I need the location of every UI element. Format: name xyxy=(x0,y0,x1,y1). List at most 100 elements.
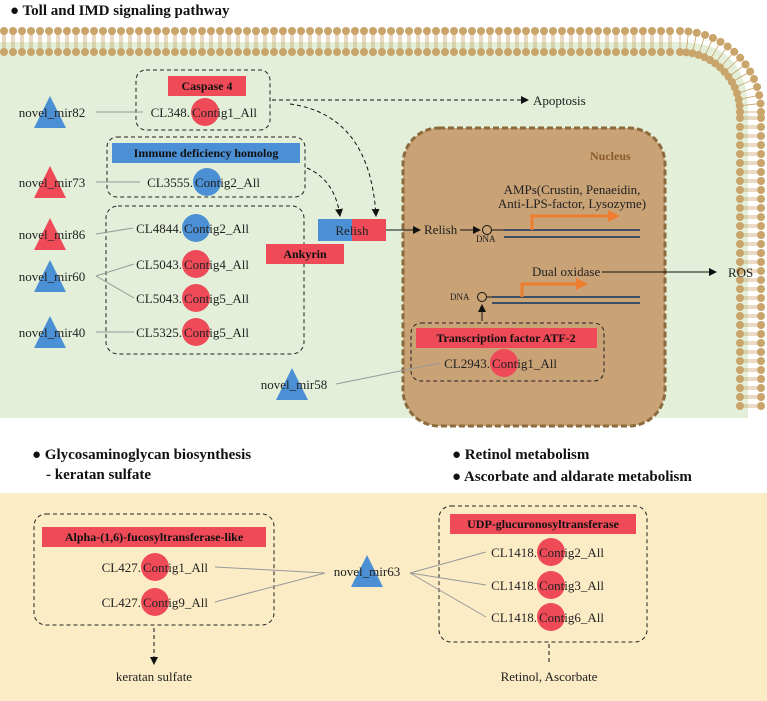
ros-label: ROS xyxy=(728,265,753,280)
mirna-triangle-m58 xyxy=(276,368,308,400)
contig-prefix-caspase: CL348. xyxy=(151,105,190,120)
duox-promoter-arrow xyxy=(520,282,578,297)
section-title-ascorbate: ● Ascorbate and aldarate metabolism xyxy=(452,469,692,485)
mirna-label-m86: novel_mir86 xyxy=(19,227,86,242)
ankyrin-label: Ankyrin xyxy=(283,247,327,261)
gene-circle-udp-2 xyxy=(537,571,565,599)
gene-circle-ank-2 xyxy=(182,250,210,278)
contig-suffix-ank-1: Contig2_All xyxy=(184,221,249,236)
fuco-label: Alpha-(1,6)-fucosyltransferase-like xyxy=(65,530,244,544)
line-m63-a xyxy=(214,566,326,574)
contig-prefix-udp-1: CL1418. xyxy=(491,545,537,560)
fuco-box xyxy=(33,513,275,626)
mirna-label-m40: novel_mir40 xyxy=(19,325,85,340)
section-title-toll: ● Toll and IMD signaling pathway xyxy=(10,3,230,19)
cell-membrane xyxy=(0,27,765,410)
duox-label: Dual oxidase xyxy=(532,264,600,279)
line-m60b xyxy=(95,275,135,299)
section-subtitle-gag: - keratan sulfate xyxy=(46,467,151,483)
gene-circle-imd xyxy=(193,168,221,196)
udp-label: UDP-glucuronosyltransferase xyxy=(467,517,619,531)
fuco-label-bg xyxy=(42,527,266,547)
mirna-label-m82: novel_mir82 xyxy=(19,105,85,120)
contig-prefix-fuco-1: CL427. xyxy=(102,560,141,575)
line-m63-d xyxy=(409,572,487,586)
amp-promoter-arrow xyxy=(530,214,610,230)
contig-suffix-fuco-2: Contig9_All xyxy=(143,595,208,610)
mirna-label-m60: novel_mir60 xyxy=(19,269,85,284)
atf-box xyxy=(410,322,605,382)
mirna-triangle-m63 xyxy=(351,555,383,587)
nucleus-label: Nucleus xyxy=(590,149,631,163)
mirna-label-m73: novel_mir73 xyxy=(19,175,85,190)
duox-promoter-head xyxy=(576,278,588,290)
contig-suffix-udp-1: Contig2_All xyxy=(539,545,604,560)
caspase-box xyxy=(135,69,271,131)
gene-circle-fuco-2 xyxy=(141,588,169,616)
ankyrin-label-bg xyxy=(266,244,344,264)
gene-circle-atf xyxy=(490,349,518,377)
gene-circle-fuco-1 xyxy=(141,553,169,581)
udp-label-bg xyxy=(450,514,636,534)
arrow-imd-relish xyxy=(306,167,343,217)
mirna-triangle-m73 xyxy=(34,166,66,198)
amps-label-2: Anti-LPS-factor, Lysozyme) xyxy=(498,196,646,211)
imd-box xyxy=(106,136,306,198)
relish-box-red xyxy=(352,219,386,241)
keratan-label: keratan sulfate xyxy=(116,669,192,684)
contig-prefix-ank-3: CL5043. xyxy=(136,291,182,306)
contig-suffix-ank-3: Contig5_All xyxy=(184,291,249,306)
line-m63-c xyxy=(409,551,487,574)
caspase-label: Caspase 4 xyxy=(181,79,232,93)
retinol-label: Retinol, Ascorbate xyxy=(501,669,598,684)
udp-box xyxy=(438,505,648,643)
section-title-gag: ● Glycosaminoglycan biosynthesis xyxy=(32,447,251,463)
mirna-label-m58: novel_mir58 xyxy=(261,377,327,392)
contig-suffix-udp-3: Contig6_All xyxy=(539,610,604,625)
contig-prefix-ank-4: CL5325. xyxy=(136,325,182,340)
caspase-label-bg xyxy=(168,76,246,96)
arrow-caspase-relish xyxy=(289,103,380,217)
gene-circle-udp-3 xyxy=(537,603,565,631)
amp-promoter-head xyxy=(608,210,620,222)
gene-circle-udp-1 xyxy=(537,538,565,566)
contig-suffix-caspase: Contig1_All xyxy=(192,105,257,120)
contig-prefix-fuco-2: CL427. xyxy=(102,595,141,610)
ankyrin-box xyxy=(105,205,305,355)
mirna-triangle-m60 xyxy=(34,260,66,292)
line-m63-b xyxy=(214,572,326,603)
mirna-triangle-m82 xyxy=(34,96,66,128)
gene-circle-ank-1 xyxy=(182,214,210,242)
contig-suffix-imd: Contig2_All xyxy=(195,175,260,190)
amps-label-1: AMPs(Crustin, Penaeidin, xyxy=(504,182,641,197)
dna-label-2: DNA xyxy=(450,292,470,302)
atf-label: Transcription factor ATF-2 xyxy=(436,331,575,345)
relish-box-label: Relish xyxy=(335,223,369,238)
line-m63-e xyxy=(409,572,487,618)
relish-label: Relish xyxy=(424,222,458,237)
dna-site-2 xyxy=(477,292,487,302)
contig-suffix-ank-2: Contig4_All xyxy=(184,257,249,272)
line-m60a xyxy=(95,263,135,277)
contig-prefix-ank-1: CL4844. xyxy=(136,221,182,236)
line-m58 xyxy=(335,362,441,385)
contig-prefix-udp-3: CL1418. xyxy=(491,610,537,625)
dna-label-1: DNA xyxy=(476,234,496,244)
mirna-label-m63: novel_mir63 xyxy=(334,564,400,579)
line-m86 xyxy=(95,227,134,235)
dna-site-1 xyxy=(482,225,492,235)
contig-suffix-fuco-1: Contig1_All xyxy=(143,560,208,575)
contig-prefix-udp-2: CL1418. xyxy=(491,578,537,593)
apoptosis-label: Apoptosis xyxy=(533,93,586,108)
gene-circle-caspase xyxy=(191,98,219,126)
contig-suffix-ank-4: Contig5_All xyxy=(184,325,249,340)
gene-circle-ank-4 xyxy=(182,318,210,346)
imd-label: Immune deficiency homolog xyxy=(134,146,279,160)
contig-prefix-imd: CL3555. xyxy=(147,175,193,190)
relish-box-blue xyxy=(318,219,352,241)
contig-suffix-udp-2: Contig3_All xyxy=(539,578,604,593)
gene-circle-ank-3 xyxy=(182,284,210,312)
nucleus xyxy=(401,126,667,428)
contig-prefix-ank-2: CL5043. xyxy=(136,257,182,272)
